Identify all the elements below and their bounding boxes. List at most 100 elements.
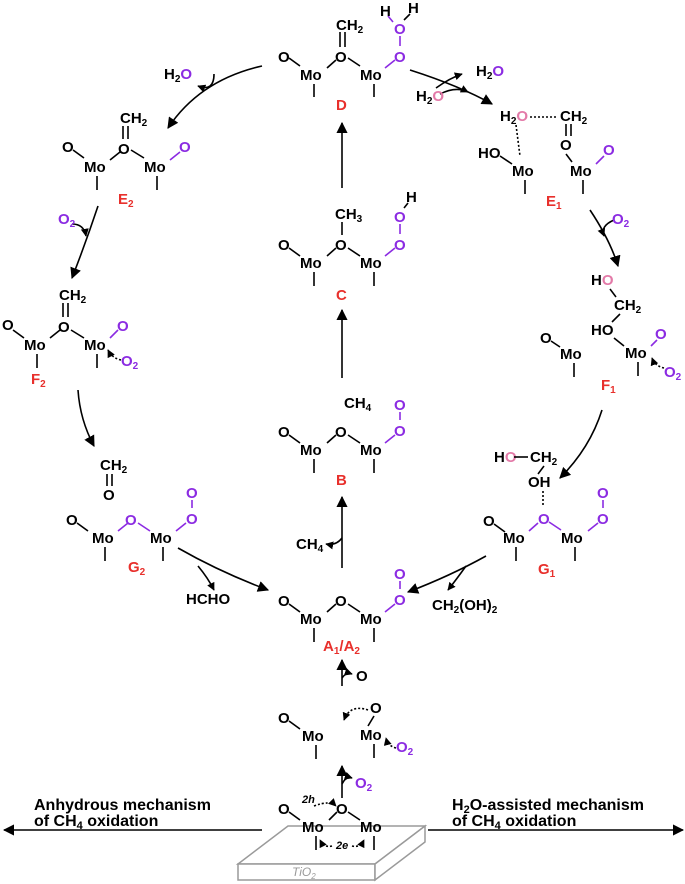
svg-text:Mo: Mo: [302, 728, 324, 745]
svg-text:CH2: CH2: [100, 457, 128, 476]
svg-text:O2: O2: [664, 364, 682, 383]
svg-text:Mo: Mo: [302, 819, 324, 836]
svg-text:O: O: [560, 137, 572, 154]
svg-text:O: O: [66, 512, 78, 529]
intermediate-e1: H2O CH2 O HO Mo Mo O E1: [478, 108, 615, 212]
svg-text:O: O: [597, 485, 609, 502]
svg-text:O: O: [278, 49, 290, 66]
svg-text:Mo: Mo: [570, 163, 592, 180]
tio2-support: TiO2 O Mo O Mo 2h 2e: [235, 794, 428, 882]
svg-text:OH: OH: [528, 474, 551, 491]
svg-text:O2: O2: [58, 211, 76, 230]
formaldehyde-structure: CH2 O: [100, 457, 128, 504]
svg-text:H: H: [408, 0, 419, 17]
svg-text:O: O: [336, 801, 348, 818]
label-c: C: [336, 287, 347, 304]
hcho-product: HCHO: [186, 591, 230, 608]
svg-text:O: O: [335, 424, 347, 441]
svg-text:CH2(OH)2: CH2(OH)2: [432, 597, 498, 616]
svg-text:O: O: [58, 319, 70, 336]
h2o-assisted-cycle-arrows: H2O H2O O2 CH2(OH)2: [406, 63, 630, 616]
svg-text:A1/A2: A1/A2: [323, 638, 360, 657]
svg-text:Mo: Mo: [360, 727, 382, 744]
svg-text:Mo: Mo: [360, 67, 382, 84]
svg-text:O: O: [538, 511, 550, 528]
svg-text:F2: F2: [31, 371, 46, 390]
activation-structure: O Mo O Mo O2: [278, 700, 414, 759]
svg-text:O2: O2: [612, 211, 630, 230]
svg-text:H: H: [406, 189, 417, 206]
svg-text:O: O: [394, 423, 406, 440]
svg-text:Mo: Mo: [625, 345, 647, 362]
svg-text:of CH4 oxidation: of CH4 oxidation: [34, 813, 158, 832]
svg-text:O: O: [2, 317, 14, 334]
svg-text:CH2: CH2: [120, 110, 148, 129]
svg-text:O: O: [394, 397, 406, 414]
svg-text:CH3: CH3: [335, 206, 363, 225]
svg-text:CH2: CH2: [59, 287, 87, 306]
svg-text:O: O: [179, 139, 191, 156]
svg-text:CH2: CH2: [614, 297, 642, 316]
svg-text:O: O: [335, 237, 347, 254]
svg-text:Mo: Mo: [300, 67, 322, 84]
svg-text:Mo: Mo: [300, 255, 322, 272]
svg-text:O: O: [597, 511, 609, 528]
svg-text:CH2: CH2: [336, 17, 364, 36]
svg-text:O: O: [118, 141, 130, 158]
intermediate-a1-a2: O Mo O Mo O O A1/A2: [278, 566, 406, 657]
svg-text:CH2: CH2: [560, 108, 588, 127]
o-release: O: [356, 668, 368, 685]
svg-text:Mo: Mo: [24, 337, 46, 354]
caption-left-line1: Anhydrous mechanism: [34, 797, 211, 814]
label-d: D: [336, 97, 347, 114]
intermediate-f1: HO CH2 HO Mo O O2 O Mo F1: [540, 272, 682, 396]
svg-text:O: O: [186, 485, 198, 502]
bottom-captions: Anhydrous mechanism of CH4 oxidation H2O…: [2, 797, 685, 836]
svg-text:CH4: CH4: [344, 395, 372, 414]
svg-text:2h: 2h: [301, 794, 315, 806]
svg-text:CH2: CH2: [530, 449, 558, 468]
svg-text:H2O: H2O: [416, 88, 444, 107]
svg-text:H: H: [380, 3, 391, 20]
svg-text:O: O: [394, 237, 406, 254]
intermediate-g2: O Mo O Mo O O G2: [66, 485, 198, 578]
svg-text:HO: HO: [591, 272, 614, 289]
svg-text:Mo: Mo: [84, 337, 106, 354]
svg-text:H2O: H2O: [500, 108, 528, 127]
svg-text:O: O: [335, 49, 347, 66]
intermediate-f2: O Mo O CH2 Mo O O2 F2: [2, 287, 139, 390]
svg-text:O: O: [540, 330, 552, 347]
svg-text:O: O: [186, 511, 198, 528]
svg-text:O: O: [278, 237, 290, 254]
svg-text:Mo: Mo: [300, 611, 322, 628]
svg-text:Mo: Mo: [300, 442, 322, 459]
svg-text:Mo: Mo: [150, 530, 172, 547]
svg-text:Mo: Mo: [512, 163, 534, 180]
svg-text:O: O: [125, 512, 137, 529]
svg-text:O2: O2: [396, 739, 414, 758]
svg-text:O: O: [394, 209, 406, 226]
svg-text:O: O: [394, 592, 406, 609]
svg-text:HO: HO: [494, 449, 517, 466]
svg-text:Mo: Mo: [561, 530, 583, 547]
svg-text:O2: O2: [355, 775, 373, 794]
svg-text:O: O: [370, 700, 382, 717]
svg-text:Mo: Mo: [360, 255, 382, 272]
svg-text:TiO2: TiO2: [292, 865, 316, 881]
svg-text:H2O: H2O: [164, 66, 192, 85]
svg-text:Mo: Mo: [360, 442, 382, 459]
svg-text:O: O: [394, 21, 406, 38]
central-arrows: CH4 O O2: [296, 121, 373, 798]
svg-text:O: O: [335, 593, 347, 610]
svg-text:Mo: Mo: [84, 159, 106, 176]
svg-text:O: O: [278, 710, 290, 727]
svg-text:O2: O2: [121, 353, 139, 372]
svg-text:H2O: H2O: [476, 63, 504, 82]
svg-text:O: O: [655, 326, 667, 343]
svg-text:Mo: Mo: [360, 611, 382, 628]
svg-text:E1: E1: [546, 193, 562, 212]
svg-text:Mo: Mo: [360, 819, 382, 836]
svg-text:CH4: CH4: [296, 536, 324, 555]
intermediate-c: O Mo O CH3 Mo O O H C: [278, 189, 417, 304]
